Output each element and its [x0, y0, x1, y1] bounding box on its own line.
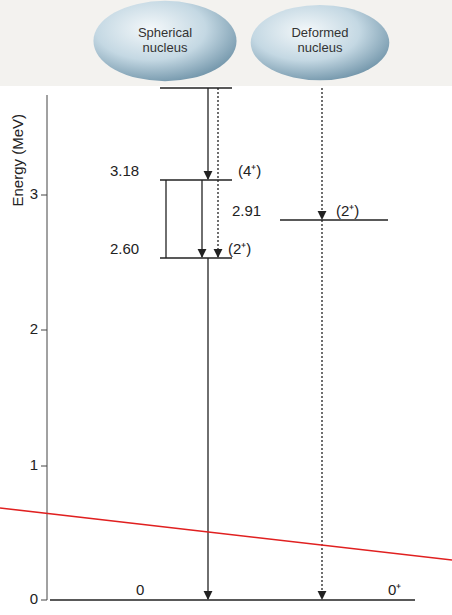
level-line [280, 219, 388, 221]
transition-arrow [321, 220, 322, 599]
level-label: 2 [30, 321, 38, 338]
level-label: (2⁺) [228, 241, 251, 258]
red-line [0, 508, 452, 560]
y-axis [47, 95, 48, 600]
node-label: Deformed nucleus [284, 26, 356, 56]
transition-arrow [207, 258, 208, 599]
level-label: 1 [30, 457, 38, 474]
axis-title: Energy (MeV) [10, 114, 27, 207]
level-label: 0⁺ [388, 582, 401, 599]
level-line [160, 179, 232, 181]
transition-arrow [321, 88, 322, 219]
nucleus-sphere: Spherical nucleus [92, 0, 238, 82]
level-label: 2.91 [232, 203, 261, 220]
transition-line [165, 180, 166, 258]
level-label: 2.60 [110, 241, 139, 258]
level-label: 3 [30, 186, 38, 203]
tick [41, 600, 47, 601]
level-label: 0 [136, 582, 144, 599]
level-line [160, 257, 232, 259]
tick [41, 466, 47, 467]
level-line [50, 599, 415, 601]
level-label: (2⁺) [336, 203, 359, 220]
top-band [0, 0, 452, 86]
level-label: 0 [30, 591, 38, 608]
tick [41, 330, 47, 331]
level-label: 3.18 [110, 163, 139, 180]
transition-arrow [217, 88, 218, 257]
transition-arrow [207, 88, 208, 179]
nucleus-sphere: Deformed nucleus [250, 0, 390, 82]
node-label: Spherical nucleus [129, 26, 201, 56]
tick [41, 195, 47, 196]
level-label: (4⁺) [238, 163, 261, 180]
level-line [160, 87, 232, 89]
transition-arrow [201, 180, 202, 257]
